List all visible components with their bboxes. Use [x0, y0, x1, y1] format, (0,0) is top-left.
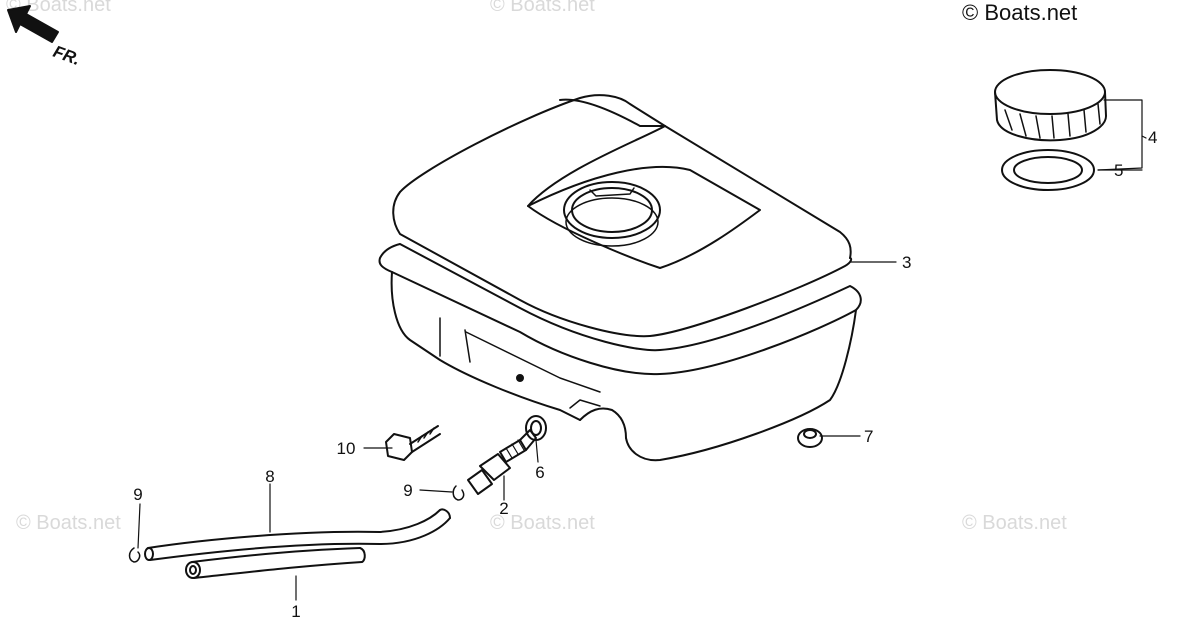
- fuel-cap: [994, 69, 1107, 142]
- fuel-hose: [144, 508, 451, 561]
- flange-bolt: [385, 425, 441, 461]
- watermark-top-left: © Boats.net: [6, 0, 111, 16]
- front-direction-arrow-icon: FR.: [7, 5, 83, 69]
- watermark-bottom-right: © Boats.net: [962, 512, 1067, 534]
- hose-clip-valve: [452, 485, 465, 501]
- cap-gasket: [1001, 149, 1095, 191]
- callout-4: 4: [1148, 128, 1157, 147]
- callout-9-hose-end: 9: [133, 485, 142, 504]
- copyright-label: © Boats.net: [962, 0, 1078, 25]
- watermark-bottom-center: © Boats.net: [490, 512, 595, 534]
- direction-label: FR.: [51, 42, 83, 69]
- drain-grommet: [797, 428, 823, 448]
- hose-clip-end: [128, 547, 141, 563]
- callout-8: 8: [265, 467, 274, 486]
- callout-6: 6: [535, 463, 544, 482]
- breather-tube: [185, 547, 366, 579]
- callout-10: 10: [337, 439, 356, 458]
- callout-1: 1: [291, 602, 300, 621]
- callout-5: 5: [1114, 161, 1123, 180]
- leader-lines: [137, 99, 1147, 601]
- callout-2: 2: [499, 499, 508, 518]
- fuel-tank: [378, 94, 862, 462]
- callout-7: 7: [864, 427, 873, 446]
- callout-9-valve: 9: [403, 481, 412, 500]
- fuel-valve: [467, 429, 537, 495]
- watermark-top-center: © Boats.net: [490, 0, 595, 16]
- callout-3: 3: [902, 253, 911, 272]
- watermark-bottom-left: © Boats.net: [16, 512, 121, 534]
